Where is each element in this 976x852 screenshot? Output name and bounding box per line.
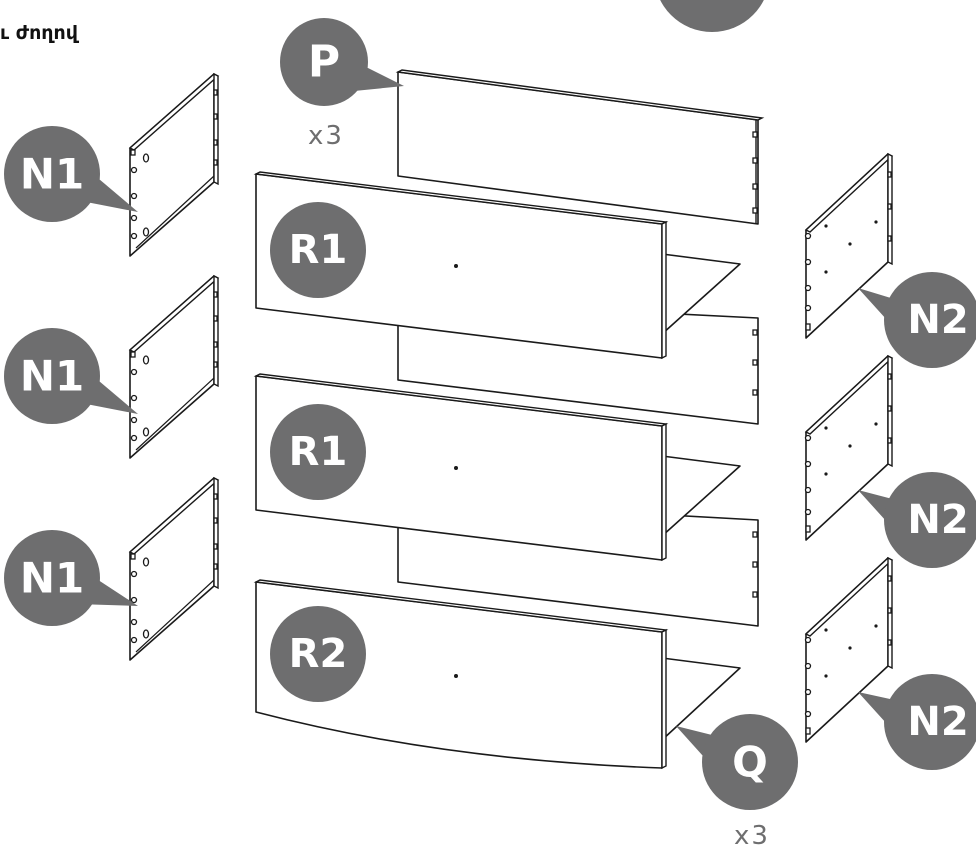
badge-p: P <box>280 18 404 106</box>
badge-r2: R2 <box>270 606 366 702</box>
badge-n1-middle: N1 <box>4 328 138 424</box>
quantity-label-q: x3 <box>734 821 770 851</box>
quantity-label-p: x3 <box>308 121 344 151</box>
svg-text:N2: N2 <box>907 297 968 343</box>
svg-text:P: P <box>308 37 340 88</box>
svg-text:R1: R1 <box>289 429 348 475</box>
assembly-caption: ւ ժողով <box>0 22 78 44</box>
badge-r1-middle: R1 <box>270 404 366 500</box>
badge-n2-top: N2 <box>858 272 976 368</box>
side-panel-n1-bottom <box>128 476 220 661</box>
side-panel-n1-middle <box>128 274 220 459</box>
back-panel-p-top <box>395 69 765 225</box>
badge-n1-bottom: N1 <box>4 530 138 626</box>
svg-text:N1: N1 <box>20 150 84 199</box>
side-panel-n2-bottom <box>804 556 894 743</box>
svg-text:N2: N2 <box>907 497 968 543</box>
svg-text:R1: R1 <box>289 227 348 273</box>
svg-text:R2: R2 <box>289 631 348 677</box>
svg-text:N2: N2 <box>907 699 968 745</box>
drawer-front-r1-middle <box>253 373 669 562</box>
badge-q: Q <box>676 714 798 810</box>
svg-text:Q: Q <box>732 738 768 787</box>
badge-n2-bottom: N2 <box>858 674 976 770</box>
drawer-front-r1-top <box>253 171 669 360</box>
svg-text:N1: N1 <box>20 352 84 401</box>
badge-r1-top: R1 <box>270 202 366 298</box>
side-panel-n2-middle <box>804 354 894 541</box>
badge-top-partial <box>660 0 764 32</box>
badge-n2-middle: N2 <box>858 472 976 568</box>
side-panel-n2-top <box>804 152 894 339</box>
svg-text:N1: N1 <box>20 554 84 603</box>
badge-n1-top: N1 <box>4 126 138 222</box>
side-panel-n1-top <box>128 72 220 257</box>
